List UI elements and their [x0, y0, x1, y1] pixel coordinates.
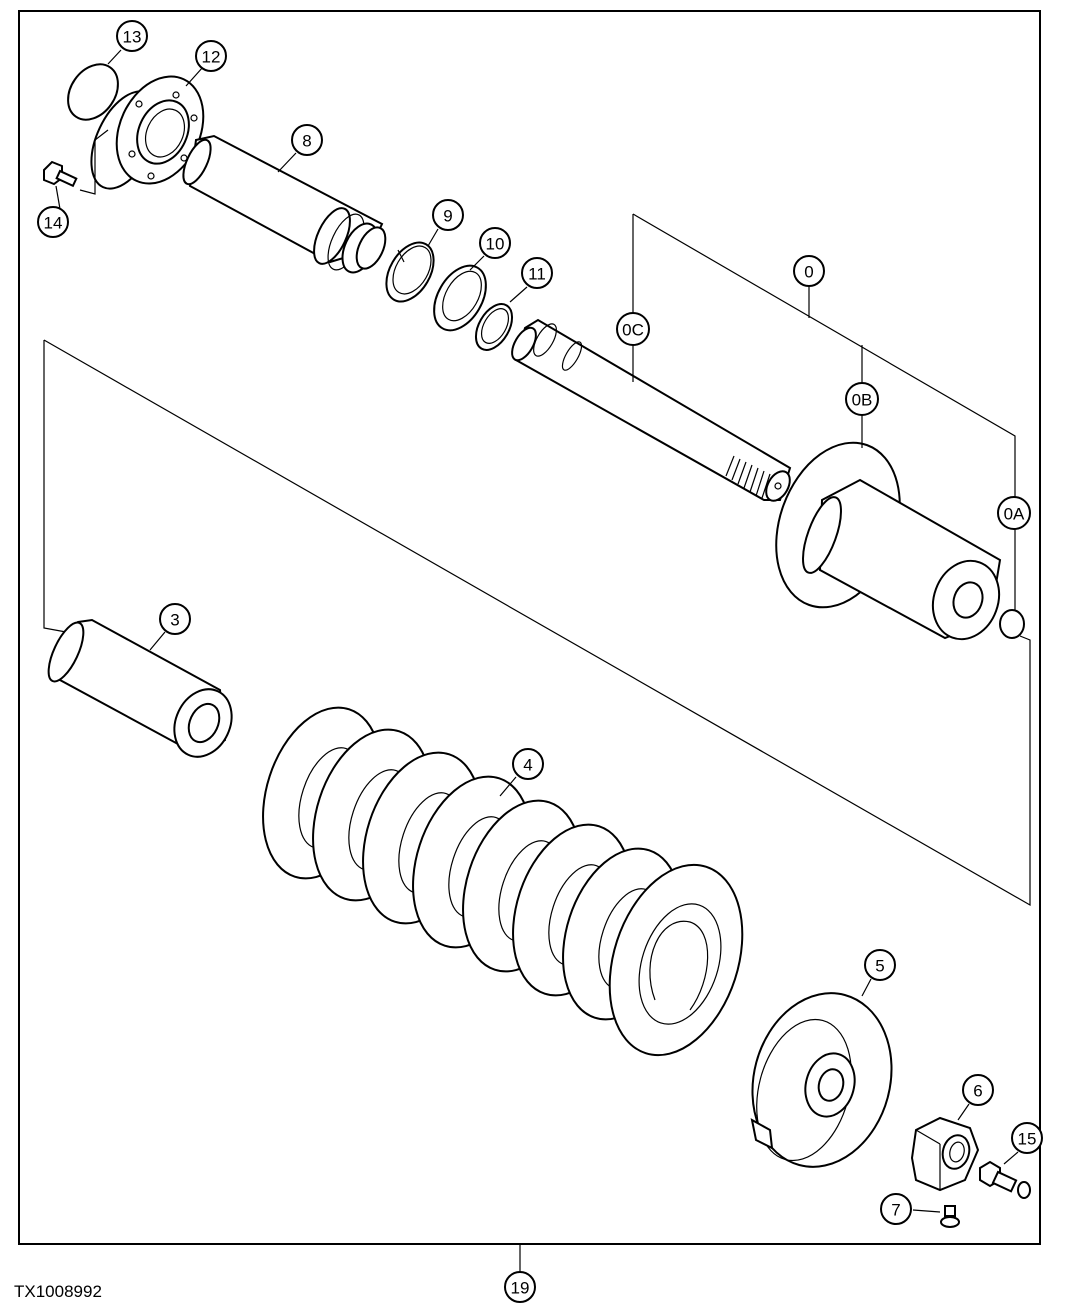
svg-text:3: 3 — [170, 611, 179, 630]
callout-9: 9 — [432, 199, 464, 231]
callout-10: 10 — [479, 227, 511, 259]
callout-15: 15 — [1011, 1122, 1043, 1154]
part-0A-o-ring — [999, 609, 1025, 639]
callout-0A: 0A — [997, 496, 1031, 530]
svg-text:14: 14 — [44, 214, 63, 233]
svg-text:8: 8 — [302, 132, 311, 151]
part-11-snap-ring — [474, 303, 514, 351]
part-14-bolt — [43, 160, 78, 188]
callout-0B: 0B — [845, 382, 879, 416]
svg-text:12: 12 — [202, 48, 221, 67]
svg-text:9: 9 — [443, 207, 452, 226]
svg-text:15: 15 — [1018, 1130, 1037, 1149]
diagram-frame — [18, 10, 1041, 1245]
leader-lines — [55, 49, 1019, 1272]
callout-11: 11 — [521, 257, 553, 289]
svg-text:19: 19 — [511, 1279, 530, 1298]
callout-0C: 0C — [616, 312, 650, 346]
part-9-split-ring — [385, 241, 435, 303]
callout-12: 12 — [195, 40, 227, 72]
part-0C-shaft — [511, 318, 792, 502]
part-0B-hub — [775, 441, 1002, 641]
callout-6: 6 — [962, 1074, 994, 1106]
callout-8: 8 — [291, 124, 323, 156]
part-5-spring-seat — [750, 992, 893, 1168]
callout-7: 7 — [880, 1193, 912, 1225]
part-7-plug — [940, 1205, 960, 1228]
svg-text:4: 4 — [523, 756, 532, 775]
svg-text:7: 7 — [891, 1201, 900, 1220]
callout-19: 19 — [504, 1271, 536, 1303]
callout-0: 0 — [793, 255, 825, 287]
callout-14: 14 — [37, 206, 69, 238]
assembly-boundary — [43, 339, 1031, 907]
part-10-seal — [433, 264, 487, 332]
callout-13: 13 — [116, 20, 148, 52]
svg-text:6: 6 — [973, 1082, 982, 1101]
callout-3: 3 — [159, 603, 191, 635]
svg-text:10: 10 — [486, 235, 505, 254]
part-15-fitting — [979, 1160, 1031, 1199]
svg-text:5: 5 — [875, 957, 884, 976]
svg-text:0A: 0A — [1004, 505, 1025, 524]
part-12-flange — [90, 75, 205, 190]
svg-text:0C: 0C — [622, 321, 644, 340]
part-6-nut — [910, 1116, 980, 1192]
svg-text:11: 11 — [528, 265, 546, 284]
part-8-piston — [182, 134, 387, 274]
part-3-tube — [47, 618, 233, 758]
callout-4: 4 — [512, 748, 544, 780]
part-13-o-ring — [67, 63, 119, 121]
leader-14-bracket — [79, 129, 109, 195]
figure-id: TX1008992 — [14, 1282, 102, 1301]
svg-text:0: 0 — [804, 263, 813, 282]
part-4-spring — [262, 706, 744, 1057]
callout-5: 5 — [864, 949, 896, 981]
svg-text:0B: 0B — [852, 391, 873, 410]
svg-text:13: 13 — [123, 28, 142, 47]
